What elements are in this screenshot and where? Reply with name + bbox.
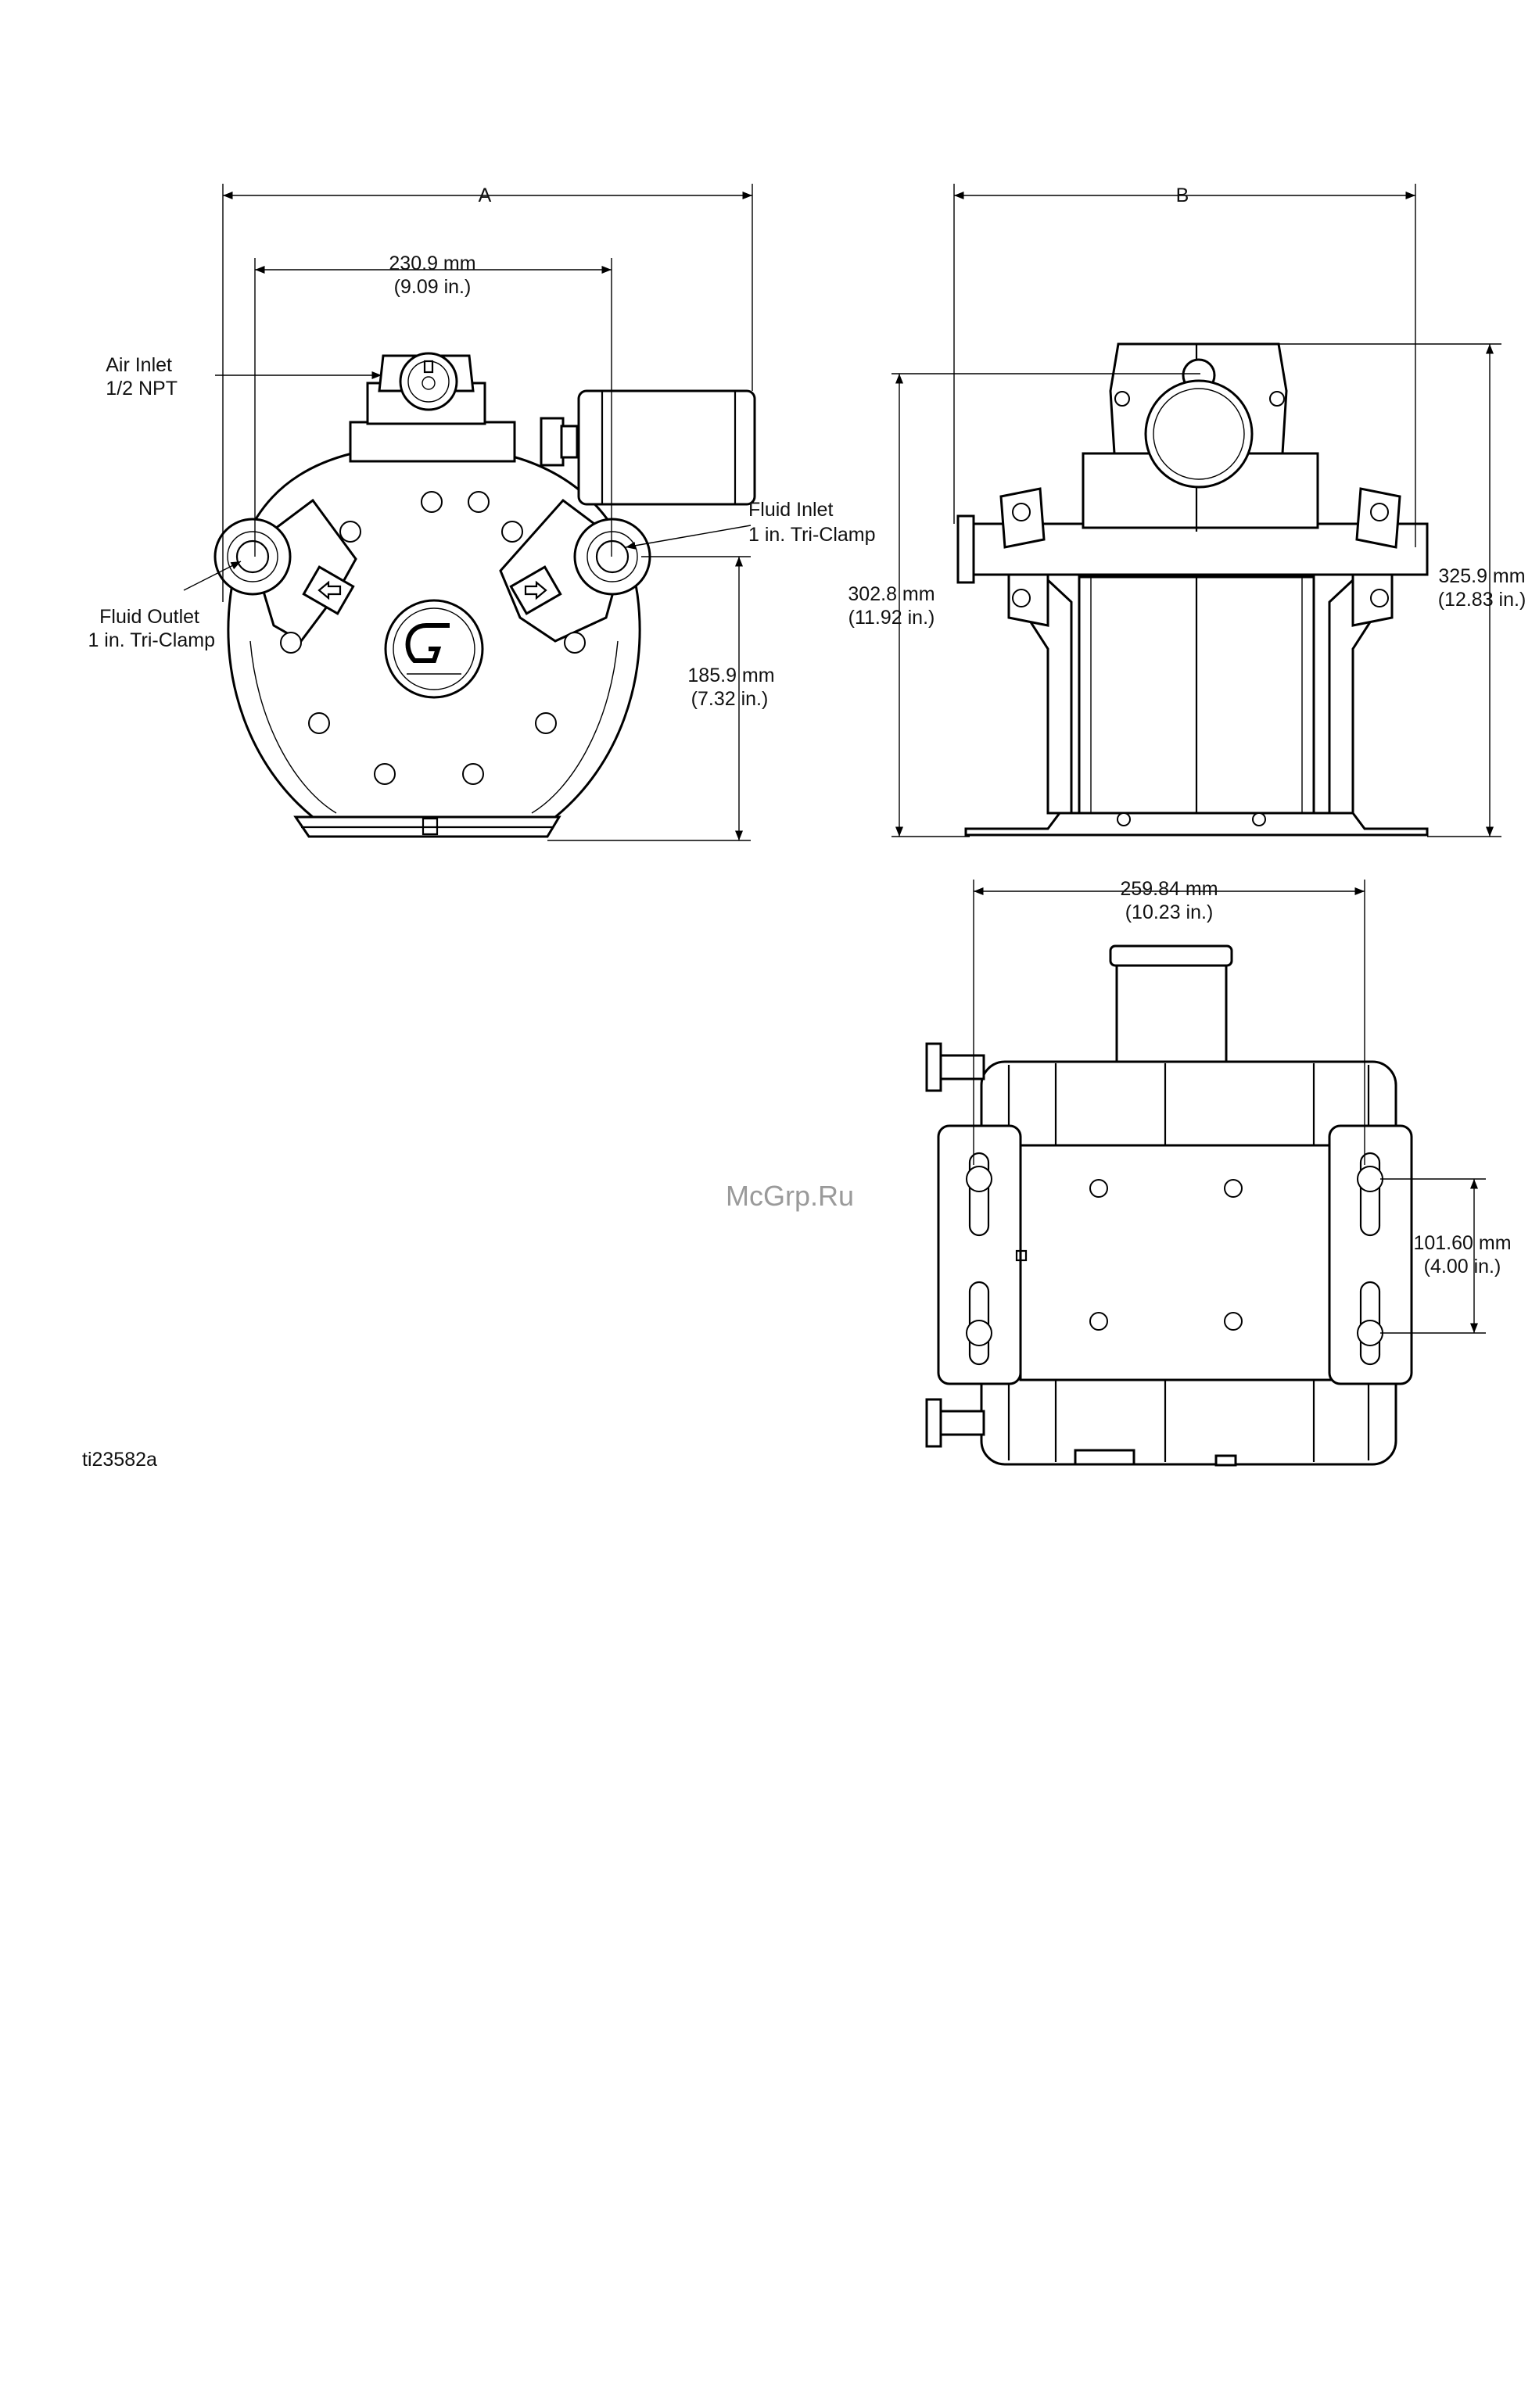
front-view (215, 353, 755, 837)
fluid-outlet-label: Fluid Outlet (99, 606, 199, 628)
mount-hole-in-label: (4.00 in.) (1424, 1256, 1501, 1277)
height-b-mm-label: 325.9 mm (1438, 565, 1525, 587)
air-inlet-size-label: 1/2 NPT (106, 378, 178, 400)
mount-width-in-label: (10.23 in.) (1125, 901, 1214, 923)
height-a-in-label: (11.92 in.) (848, 607, 935, 629)
mount-width-mm-label: 259.84 mm (1120, 878, 1218, 900)
watermark-text: McGrp.Ru (726, 1180, 854, 1212)
bottom-view (927, 946, 1412, 1465)
fluid-inlet-size-label: 1 in. Tri-Clamp (748, 524, 876, 546)
height-inlet-in-label: (7.32 in.) (691, 688, 769, 710)
mount-hole-mm-label: 101.60 mm (1413, 1232, 1511, 1254)
height-a-mm-label: 302.8 mm (848, 583, 935, 605)
fluid-inlet-label: Fluid Inlet (748, 499, 833, 521)
height-b-in-label: (12.83 in.) (1438, 589, 1526, 611)
height-inlet-mm-label: 185.9 mm (687, 665, 774, 686)
fluid-outlet-size-label: 1 in. Tri-Clamp (88, 629, 215, 651)
air-inlet-label: Air Inlet (106, 354, 172, 376)
width-in-label: (9.09 in.) (394, 276, 472, 298)
dim-b-label: B (1176, 185, 1189, 206)
width-mm-label: 230.9 mm (389, 253, 475, 274)
dim-a-label: A (479, 185, 492, 206)
side-view (958, 344, 1427, 835)
figure-id-label: ti23582a (82, 1449, 157, 1471)
